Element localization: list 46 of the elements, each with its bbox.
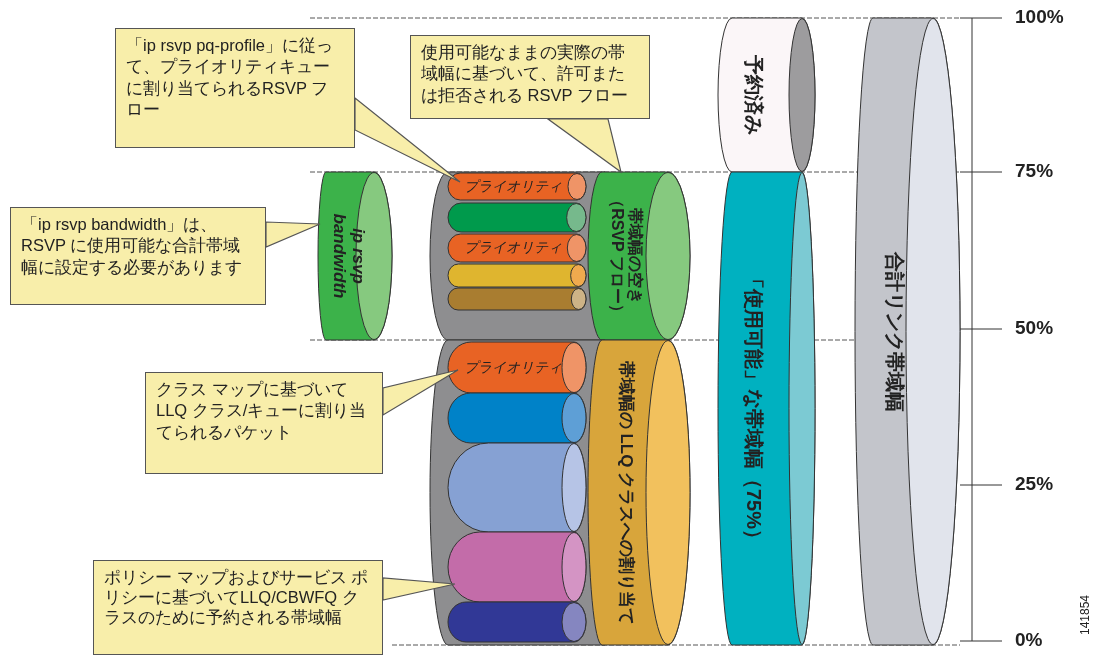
bandwidth-cylinder xyxy=(718,172,815,645)
queue-pipe xyxy=(448,234,586,262)
cylinder-label: ip rsvp bandwidth xyxy=(329,212,367,301)
cylinder-label: 合計リンク帯域幅 xyxy=(884,250,906,414)
callout-box xyxy=(145,372,383,474)
queue-pipe xyxy=(448,203,586,232)
callout-pointer xyxy=(546,118,622,174)
queue-pipe xyxy=(448,173,586,200)
queue-pipe xyxy=(448,393,586,443)
bandwidth-cylinder xyxy=(855,18,960,645)
callout-box xyxy=(115,28,355,148)
callout-text: 「ip rsvp pq-profile」に従って、プライオリティキューに割り当てられるRSVP フロー xyxy=(126,36,333,119)
cylinder-label: 予約済み xyxy=(743,54,765,137)
callout-pointer xyxy=(265,221,321,248)
callout-pointer xyxy=(354,96,461,183)
percent-label: 100% xyxy=(1015,6,1064,28)
callout-pointer xyxy=(382,577,456,601)
queue-pipe xyxy=(448,602,586,642)
callout-text: クラス マップに基づいてLLQ クラス/キューに割り当てられるパケット xyxy=(156,380,367,441)
queue-pipe xyxy=(448,264,586,287)
bandwidth-cylinder xyxy=(318,172,392,340)
priority-label: プライオリティ xyxy=(464,239,562,257)
percent-label: 50% xyxy=(1015,317,1054,339)
cylinder-label: 帯域幅の空き（RSVP フロー） xyxy=(608,191,644,322)
bandwidth-cylinder xyxy=(588,340,690,645)
percent-label: 75% xyxy=(1015,160,1054,182)
percent-label: 25% xyxy=(1015,473,1054,495)
callout-pointer xyxy=(382,369,459,417)
queue-pipe xyxy=(448,288,586,310)
callout-box xyxy=(93,560,383,655)
callout-text: 使用可能なままの実際の帯域幅に基づいて、許可または拒否される RSVP フロー xyxy=(421,43,628,104)
cylinder-label: 帯域幅の LLQ クラスへの割り当て xyxy=(616,359,636,627)
percent-label: 0% xyxy=(1015,629,1043,651)
cylinder-label: 「使用可能」な帯域幅（75%） xyxy=(743,267,765,551)
queue-pipe xyxy=(448,342,586,393)
priority-label: プライオリティ xyxy=(464,177,562,196)
bandwidth-cylinder xyxy=(718,18,815,172)
queue-cylinder xyxy=(430,340,605,645)
queue-pipe xyxy=(448,532,586,602)
queue-pipe xyxy=(448,443,586,532)
bandwidth-cylinder xyxy=(588,172,690,340)
figure-number: 141854 xyxy=(1078,595,1092,635)
callout-box xyxy=(10,207,266,305)
callout-text: ポリシー マップおよびサービス ポリシーに基づいてLLQ/CBWFQ クラスのために予約される帯域幅 xyxy=(104,568,369,627)
callout-text: 「ip rsvp bandwidth」は、RSVP に使用可能な合計帯域幅に設定する必要があります xyxy=(21,215,242,276)
priority-label: プライオリティ xyxy=(464,358,562,377)
